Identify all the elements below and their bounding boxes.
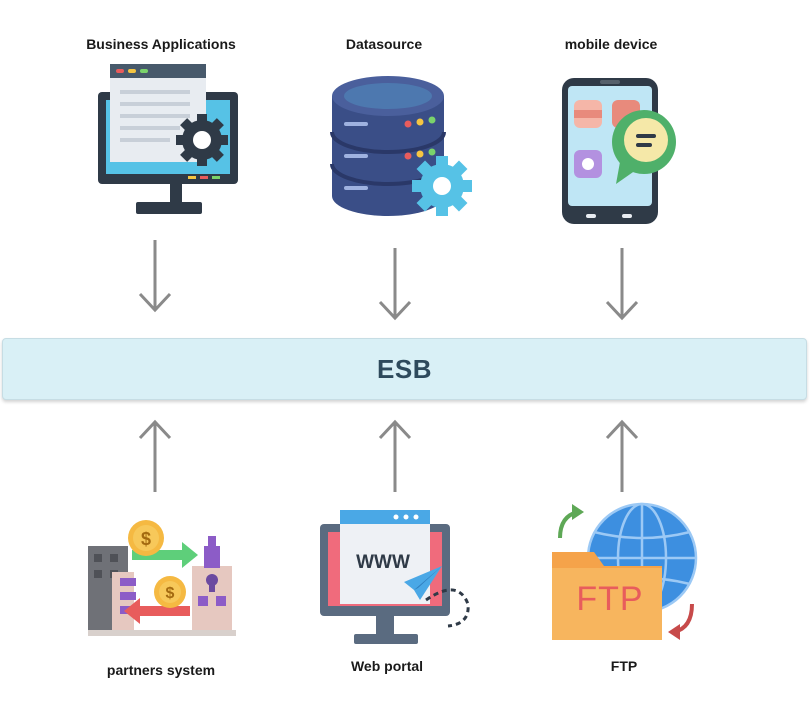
up-arrow-ftp: [605, 419, 639, 492]
database-gear-icon: [330, 76, 472, 216]
esb-bar: ESB: [2, 338, 807, 400]
down-arrow-mobile: [605, 248, 639, 321]
ftp-folder-text: FTP: [576, 580, 644, 618]
partners-system-label: partners system: [106, 662, 216, 678]
ftp-label: FTP: [610, 658, 638, 674]
up-arrow-partners: [138, 419, 172, 492]
web-portal-label: Web portal: [350, 658, 424, 674]
desktop-gear-icon: [98, 64, 238, 214]
up-arrow-webportal: [378, 419, 412, 492]
ftp-folder-globe-icon: [552, 502, 698, 640]
buildings-exchange-icon: $ $: [88, 520, 236, 636]
svg-text:$: $: [141, 529, 151, 549]
business-applications-label: Business Applications: [86, 36, 236, 52]
smartphone-chat-icon: [562, 78, 676, 224]
down-arrow-business: [138, 240, 172, 313]
esb-label: ESB: [377, 353, 432, 384]
www-monitor-icon: [320, 510, 470, 644]
mobile-device-label: mobile device: [564, 36, 658, 52]
down-arrow-datasource: [378, 248, 412, 321]
svg-text:$: $: [166, 585, 175, 602]
datasource-label: Datasource: [345, 36, 423, 52]
www-text: WWW: [356, 552, 410, 573]
